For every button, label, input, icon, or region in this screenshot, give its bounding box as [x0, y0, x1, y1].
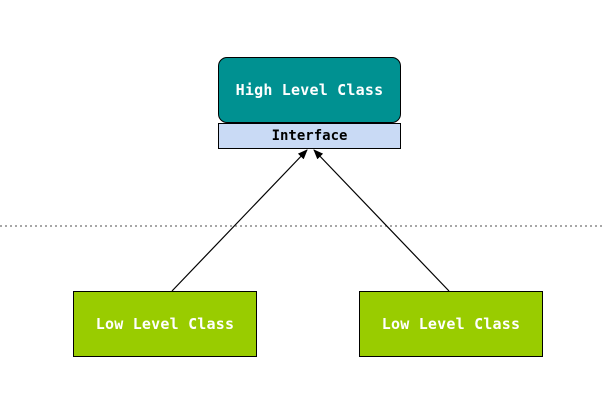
arrow-right-low-to-interface	[313, 149, 450, 292]
high-level-class-label: High Level Class	[235, 81, 384, 99]
low-level-class-label-right: Low Level Class	[381, 315, 521, 333]
low-level-class-box-left: Low Level Class	[73, 291, 257, 357]
interface-label: Interface	[271, 128, 348, 144]
low-level-class-label-left: Low Level Class	[95, 315, 235, 333]
arrow-left-low-to-interface	[171, 149, 308, 292]
high-level-class-box: High Level Class	[218, 57, 401, 123]
interface-box: Interface	[218, 123, 401, 149]
low-level-class-box-right: Low Level Class	[359, 291, 543, 357]
